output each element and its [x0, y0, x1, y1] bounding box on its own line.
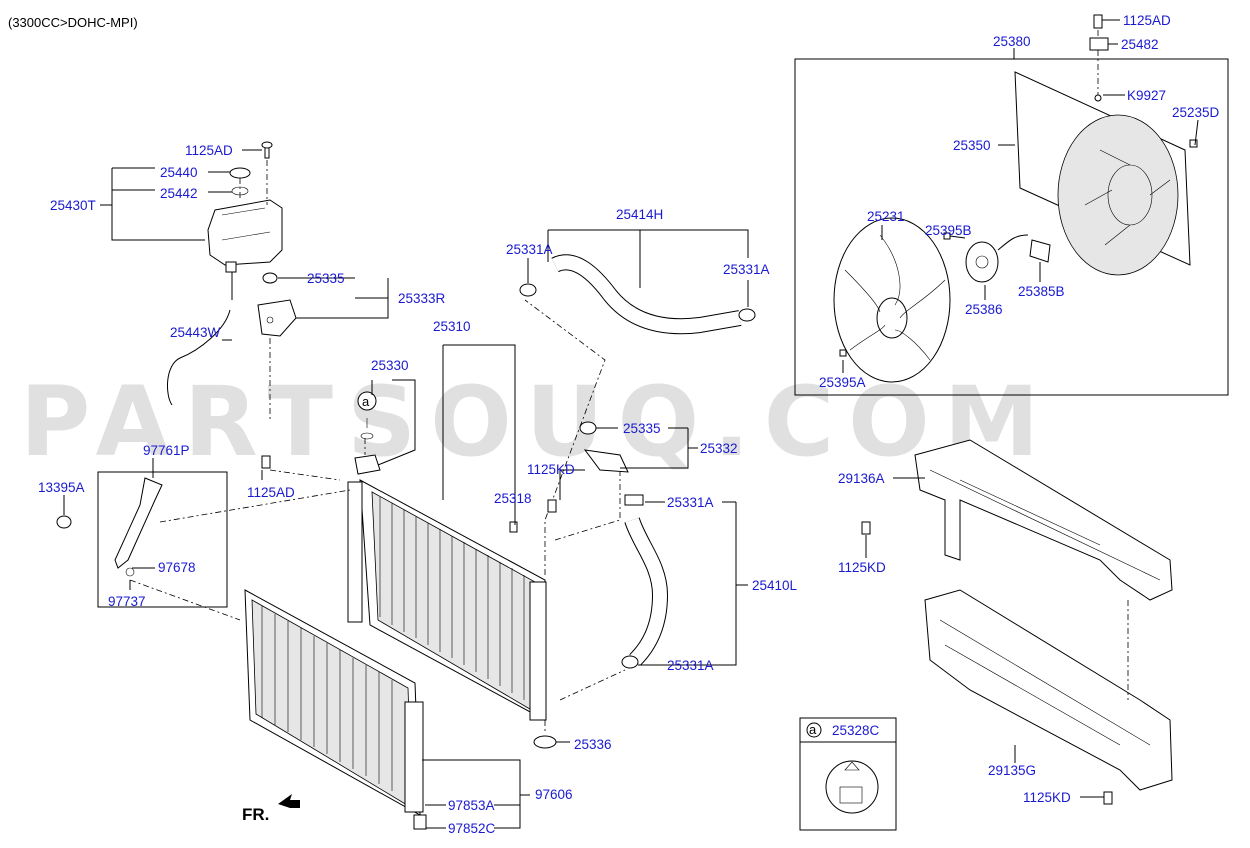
- bolt-25235D[interactable]: [1189, 139, 1198, 148]
- label-25440[interactable]: 25440: [160, 165, 198, 180]
- bushing-25335[interactable]: [262, 272, 278, 284]
- label-97761P[interactable]: 97761P: [143, 443, 190, 458]
- label-25385B[interactable]: 25385B: [1018, 284, 1065, 299]
- reservoir-assembly: [167, 141, 283, 406]
- label-1125AD-mid[interactable]: 1125AD: [247, 485, 295, 500]
- fan-motor-25386[interactable]: [839, 232, 1051, 357]
- engine-spec-header: (3300CC>DOHC-MPI): [8, 15, 138, 30]
- leader-lines: [63, 19, 1199, 829]
- label-25482[interactable]: 25482: [1121, 37, 1159, 52]
- hose-25410L[interactable]: [621, 494, 669, 669]
- radiator-25310[interactable]: [347, 454, 557, 749]
- carrier-29136A[interactable]: [914, 439, 1173, 601]
- label-25310[interactable]: 25310: [433, 319, 471, 334]
- nut-K9927[interactable]: [1094, 94, 1102, 102]
- mount-25336[interactable]: [533, 735, 557, 749]
- lower-guard-29135G[interactable]: [924, 589, 1173, 805]
- label-25335-b[interactable]: 25335: [623, 421, 661, 436]
- bolt-1125KD-c[interactable]: [1103, 791, 1113, 805]
- label-K9927[interactable]: K9927: [1127, 88, 1166, 103]
- label-97678[interactable]: 97678: [158, 560, 196, 575]
- label-25330[interactable]: 25330: [371, 358, 409, 373]
- label-25332[interactable]: 25332: [700, 441, 738, 456]
- label-25350[interactable]: 25350: [953, 138, 991, 153]
- label-25331A-lower[interactable]: 25331A: [667, 658, 714, 673]
- label-97737[interactable]: 97737: [108, 594, 146, 609]
- label-1125KD-b[interactable]: 1125KD: [838, 560, 886, 575]
- label-25231[interactable]: 25231: [867, 209, 905, 224]
- hose-25414H[interactable]: [519, 254, 756, 335]
- fan-shroud-25350[interactable]: [1014, 71, 1191, 276]
- callout-a: [357, 391, 377, 411]
- label-25331A-left[interactable]: 25331A: [506, 242, 553, 257]
- bracket-plate[interactable]: [257, 299, 297, 337]
- part-labels: 1125AD 25440 25442 25430T 25443W 25335 2…: [38, 13, 1220, 836]
- label-25331A-center[interactable]: 25331A: [667, 495, 714, 510]
- plug-97852C[interactable]: [413, 814, 427, 830]
- label-25442[interactable]: 25442: [160, 186, 198, 201]
- screw-25395A[interactable]: [839, 349, 847, 357]
- label-97853A[interactable]: 97853A: [448, 798, 495, 813]
- label-25318[interactable]: 25318: [494, 491, 532, 506]
- label-97606[interactable]: 97606: [535, 787, 573, 802]
- bracket-25333R: [257, 272, 297, 420]
- label-1125AD-fan[interactable]: 1125AD: [1123, 13, 1171, 28]
- label-25395B[interactable]: 25395B: [925, 223, 972, 238]
- bolt-1125KD-b[interactable]: [861, 521, 871, 535]
- label-25336[interactable]: 25336: [574, 737, 612, 752]
- label-25333R[interactable]: 25333R: [398, 291, 446, 306]
- label-25235D[interactable]: 25235D: [1172, 105, 1220, 120]
- label-1125AD-top[interactable]: 1125AD: [185, 143, 233, 158]
- front-arrow-icon: [278, 794, 300, 808]
- label-25410L[interactable]: 25410L: [752, 578, 798, 593]
- bolt-1125AD-mid[interactable]: [261, 455, 271, 469]
- label-25395A[interactable]: 25395A: [819, 375, 866, 390]
- bracket-25332[interactable]: [509, 421, 629, 533]
- bolt-1125AD-fan[interactable]: [1093, 14, 1103, 29]
- label-1125KD-c[interactable]: 1125KD: [1023, 790, 1071, 805]
- label-25414H[interactable]: 25414H: [616, 207, 663, 222]
- clip-97678[interactable]: [125, 567, 135, 577]
- label-25430T[interactable]: 25430T: [50, 198, 96, 213]
- cap-25440[interactable]: [229, 167, 251, 179]
- label-25331A-right[interactable]: 25331A: [723, 262, 770, 277]
- label-29136A[interactable]: 29136A: [838, 471, 885, 486]
- label-25386[interactable]: 25386: [965, 302, 1003, 317]
- receiver-drier[interactable]: [404, 701, 424, 813]
- bracket-25482[interactable]: [1089, 37, 1109, 51]
- label-25335-a[interactable]: 25335: [307, 271, 345, 286]
- condenser-97606[interactable]: [244, 589, 427, 830]
- callout-letter: a: [362, 394, 370, 409]
- fan-assembly-box-25380: [794, 58, 1229, 396]
- resistor-25385B[interactable]: [1029, 239, 1051, 263]
- label-13395A[interactable]: 13395A: [38, 480, 85, 495]
- fan-blade-25231[interactable]: [833, 217, 951, 383]
- bracket-97761P[interactable]: [56, 455, 271, 608]
- legend-part-number[interactable]: 25328C: [832, 723, 880, 738]
- cap-25330[interactable]: [354, 454, 381, 475]
- watermark: PARTSOUQ.COM: [20, 366, 1053, 478]
- legend-letter: a: [809, 722, 817, 737]
- label-1125KD-a[interactable]: 1125KD: [527, 462, 575, 477]
- label-25380[interactable]: 25380: [993, 34, 1031, 49]
- label-97852C[interactable]: 97852C: [448, 821, 496, 836]
- label-29135G[interactable]: 29135G: [988, 763, 1036, 778]
- bushing-13395A[interactable]: [56, 515, 72, 529]
- reservoir-tank-25430T[interactable]: [207, 199, 283, 266]
- front-direction-label: FR.: [242, 805, 269, 824]
- legend-box: a 25328C: [799, 717, 897, 831]
- label-25443W[interactable]: 25443W: [170, 325, 221, 340]
